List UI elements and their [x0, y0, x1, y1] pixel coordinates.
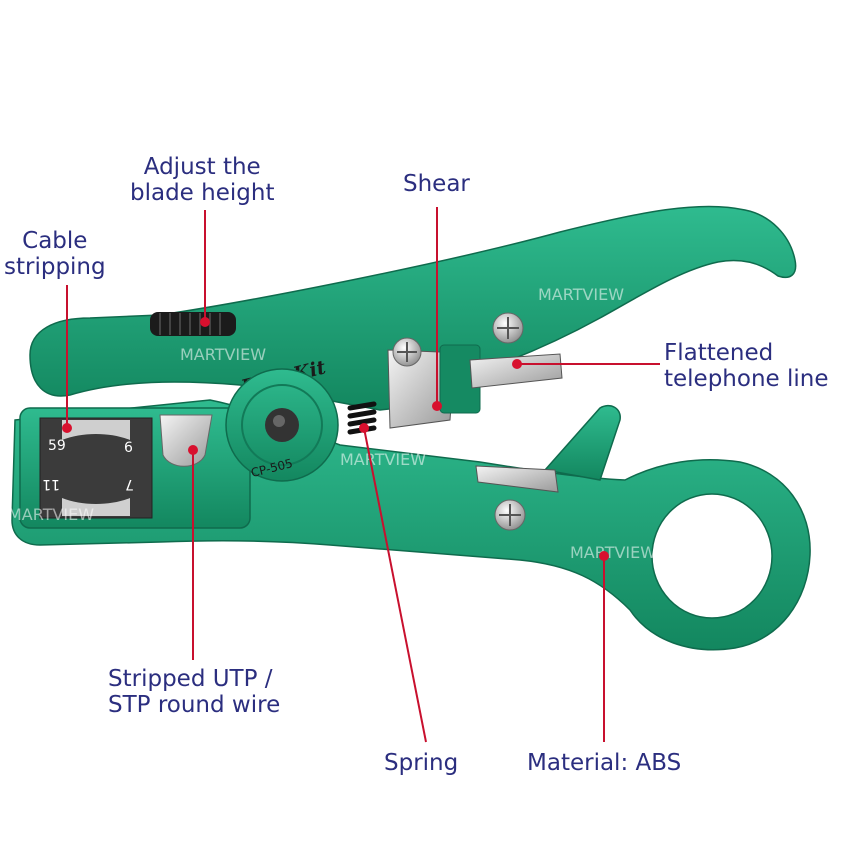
- cable-insert: 59 6 11 7: [39, 417, 153, 519]
- lower-fin: [543, 404, 621, 481]
- svg-text:MARTVIEW: MARTVIEW: [180, 345, 266, 364]
- label-spring: Spring: [384, 750, 459, 776]
- dot-stripped: [188, 445, 198, 455]
- screw-upper: [392, 337, 422, 367]
- label-shear: Shear: [403, 171, 470, 197]
- upper-handle: [29, 205, 797, 411]
- label-cable-line1: Cable: [22, 228, 88, 254]
- callout-dots: [62, 317, 609, 561]
- label-stripped-line2: STP round wire: [108, 692, 281, 718]
- insert-number-7: 7: [125, 476, 134, 492]
- label-stripped-line1: Stripped UTP /: [108, 666, 273, 692]
- leader-lines: [66, 207, 660, 743]
- insert-number-11: 11: [42, 476, 60, 492]
- finger-loop-hole: [651, 493, 773, 619]
- label-material: Material: ABS: [527, 750, 682, 776]
- spring: [347, 401, 377, 435]
- adjust-knob: [150, 312, 236, 336]
- dot-flattened: [512, 359, 522, 369]
- label-adjust-line2: blade height: [130, 180, 275, 206]
- label-flattened-line1: Flattened: [664, 340, 774, 366]
- label-adjust-line1: Adjust the: [143, 154, 261, 180]
- insert-number-59: 59: [48, 438, 66, 454]
- label-stripped: Stripped UTP / STP round wire: [108, 666, 280, 718]
- pivot-disc: CP-505: [225, 368, 339, 482]
- dot-shear: [432, 401, 442, 411]
- dot-spring: [359, 423, 369, 433]
- screw-shear: [492, 312, 524, 344]
- svg-text:MARTVIEW: MARTVIEW: [570, 543, 656, 562]
- leader-spring: [363, 427, 427, 743]
- watermark-logo: MARTVIEW MARTVIEW MARTVIEW MARTVIEW MART…: [8, 285, 656, 562]
- dot-material: [599, 551, 609, 561]
- stripping-blade: [159, 414, 213, 467]
- label-adjust-blade: Adjust the blade height: [130, 154, 274, 206]
- svg-text:MARTVIEW: MARTVIEW: [340, 450, 426, 469]
- label-flattened-line2: telephone line: [664, 366, 829, 392]
- label-flattened: Flattened telephone line: [664, 340, 829, 392]
- insert-number-6: 6: [124, 440, 133, 456]
- svg-text:MARTVIEW: MARTVIEW: [8, 505, 94, 524]
- telephone-slot: [469, 353, 563, 389]
- svg-text:MARTVIEW: MARTVIEW: [538, 285, 624, 304]
- screw-lower: [494, 499, 526, 531]
- dot-cable: [62, 423, 72, 433]
- label-cable-stripping: Cable stripping: [4, 228, 106, 280]
- lower-blade: [475, 465, 559, 493]
- dot-adjust: [200, 317, 210, 327]
- label-cable-line2: stripping: [4, 254, 106, 280]
